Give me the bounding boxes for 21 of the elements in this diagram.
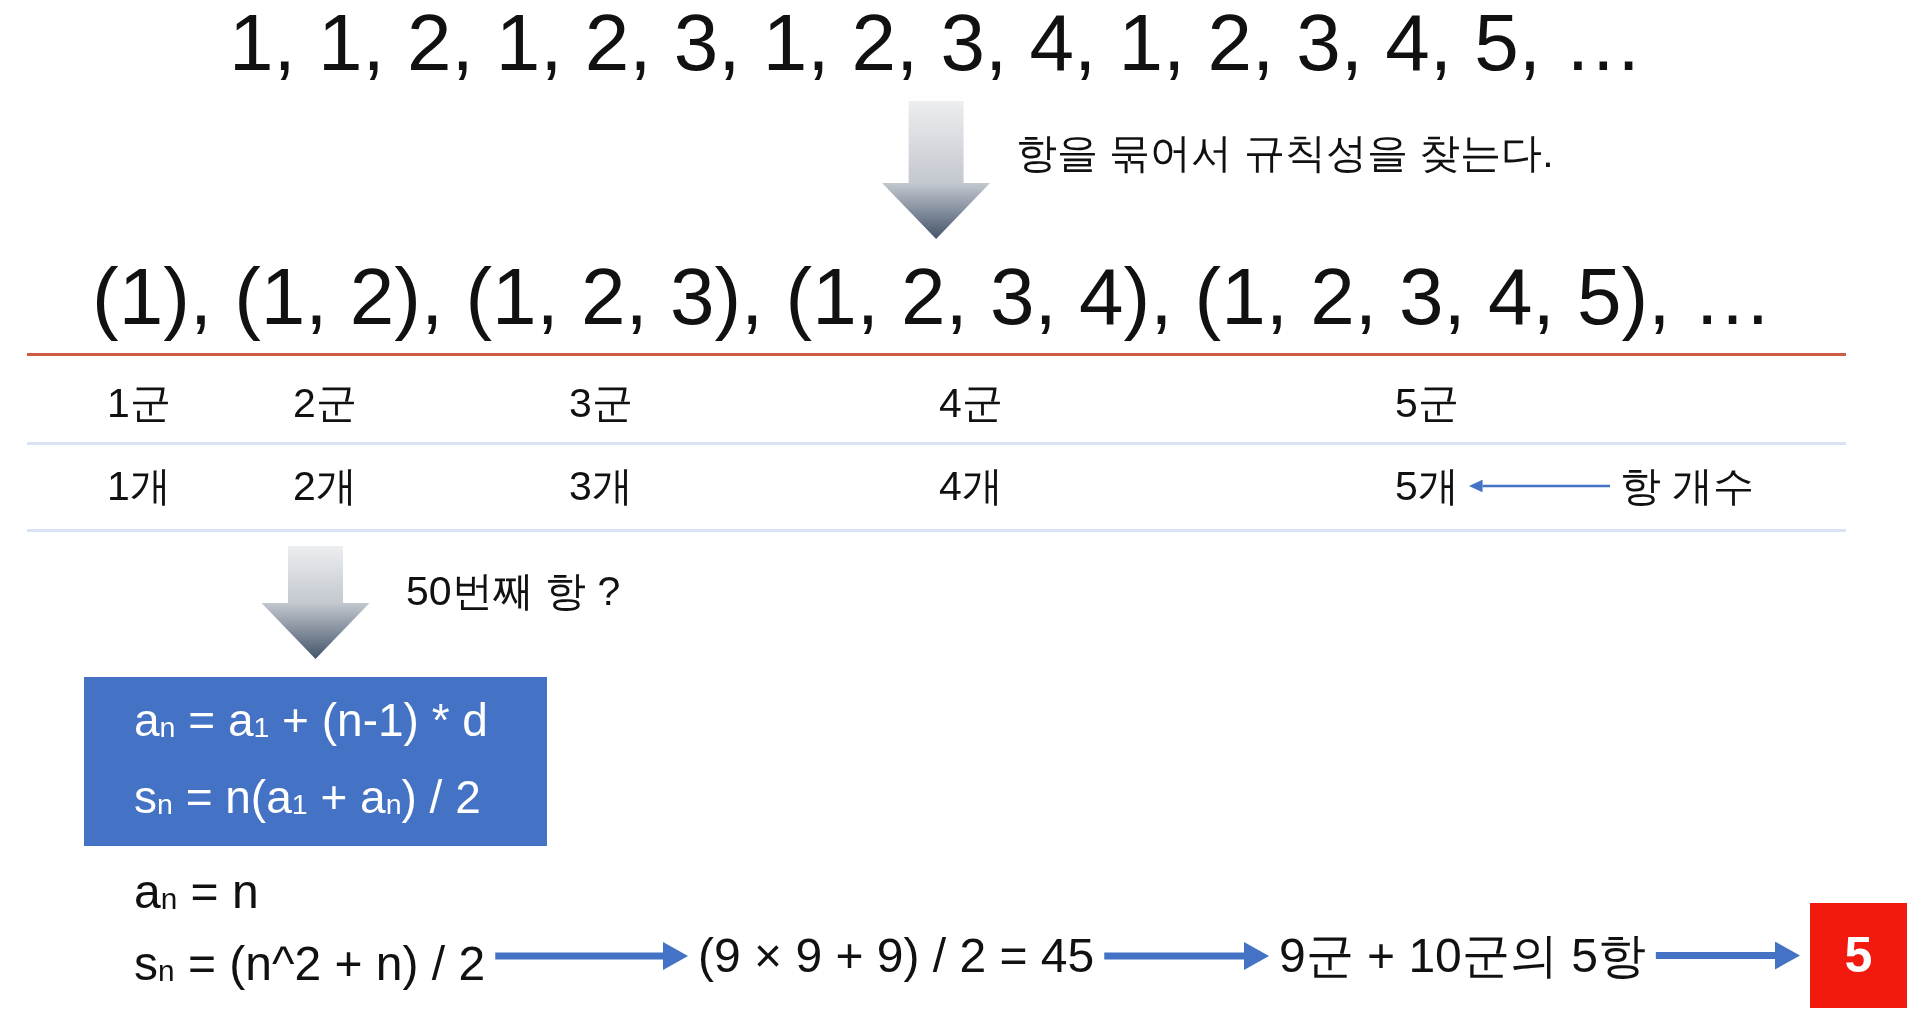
block-arrow — [882, 101, 991, 239]
edge-label: 항을 묶어서 규칙성을 찾는다. — [1016, 129, 1554, 178]
edge-label: 50번째 항 ? — [406, 567, 621, 616]
block-arrow — [261, 546, 370, 659]
term-count-text: 1개 — [107, 462, 171, 510]
group-label: 5군 — [1395, 379, 1459, 427]
sequence-text: 1, 1, 2, 1, 2, 3, 1, 2, 3, 4, 1, 2, 3, 4, 5, … — [229, 3, 1644, 83]
term-count-text: 2개 — [293, 462, 357, 510]
arrow — [1468, 479, 1610, 493]
result-text: 9군 + 10군의 5항 — [1279, 926, 1646, 986]
group-label: 4군 — [939, 379, 1003, 427]
group-label: 1군 — [107, 379, 171, 427]
answer-tile: 5 — [1810, 903, 1907, 1008]
group-label: 2군 — [293, 379, 357, 427]
calculation-text: (9 × 9 + 9) / 2 = 45 — [698, 926, 1095, 986]
term-count-text: 5개 — [1395, 462, 1459, 510]
row-heading-text: 항 개수 — [1620, 462, 1755, 510]
term-count-text: 4개 — [939, 462, 1003, 510]
arrow — [1655, 941, 1800, 970]
term-count-text: 3개 — [569, 462, 633, 510]
group-label: 3군 — [569, 379, 633, 427]
